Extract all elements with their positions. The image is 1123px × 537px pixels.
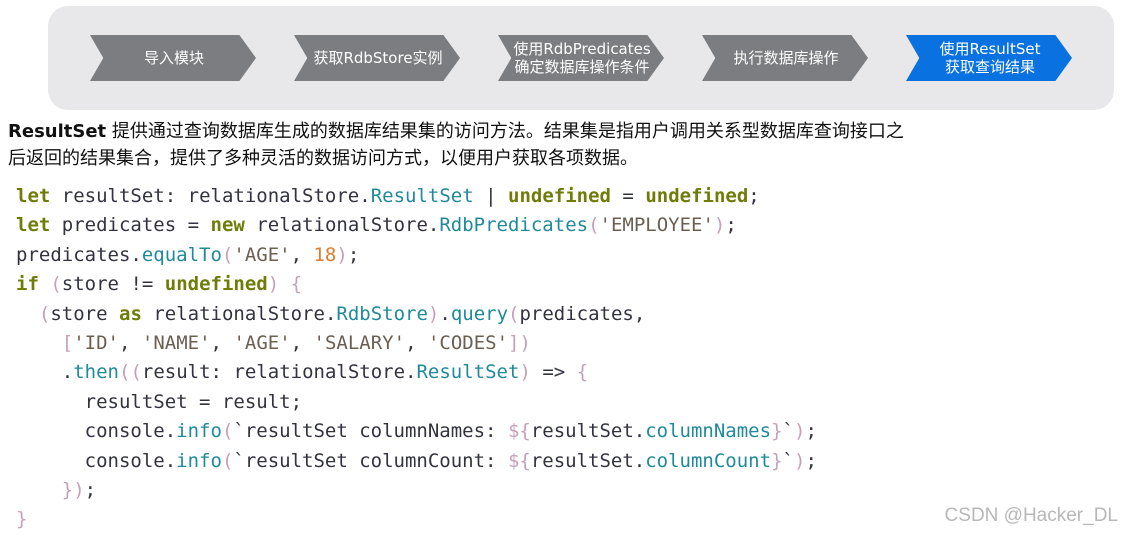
code-line: .then((result: relationalStore.ResultSet… — [61, 361, 589, 384]
flow-step-import-module: 导入模块 — [90, 35, 256, 81]
code-line: let resultSet: relationalStore.ResultSet… — [16, 185, 760, 207]
code-line: }); — [61, 479, 97, 502]
code-line: if (store != undefined) { — [16, 273, 303, 296]
flow-step-label-line2: 确定数据库操作条件 — [514, 58, 650, 76]
flow-step-label-line1: 使用RdbPredicates — [513, 40, 651, 58]
flow-step-execute-operation: 执行数据库操作 — [702, 35, 868, 81]
flow-step-label: 执行数据库操作 — [733, 49, 839, 67]
code-line: } — [16, 508, 28, 531]
code-line: ['ID', 'NAME', 'AGE', 'SALARY', 'CODES']… — [61, 332, 531, 355]
code-line: (store as relationalStore.RdbStore).quer… — [38, 302, 646, 325]
flow-step-get-rdbstore: 获取RdbStore实例 — [294, 35, 460, 81]
flow-step-label-line1: 使用ResultSet — [939, 40, 1041, 58]
code-line: let predicates = new relationalStore.Rdb… — [16, 214, 737, 237]
description-text-1: 提供通过查询数据库生成的数据库结果集的访问方法。结果集是指用户调用关系型数据库查… — [106, 121, 904, 142]
flow-step-label: 导入模块 — [143, 49, 204, 67]
flow-step-label: 获取RdbStore实例 — [313, 49, 443, 67]
description-term: ResultSet — [8, 121, 107, 142]
resultset-description: ResultSet 提供通过查询数据库生成的数据库结果集的访问方法。结果集是指用… — [8, 118, 1118, 172]
flow-step-label-line2: 获取查询结果 — [944, 58, 1035, 76]
code-line: predicates.equalTo('AGE', 18); — [16, 243, 360, 266]
code-line: console.info(`resultSet columnCount: ${r… — [84, 449, 817, 472]
code-block: let resultSet: relationalStore.ResultSet… — [16, 182, 817, 535]
flow-step-resultset-active: 使用ResultSet 获取查询结果 — [906, 35, 1072, 81]
description-line-2: 后返回的结果集合，提供了多种灵活的数据访问方式，以便用户获取各项数据。 — [8, 148, 638, 169]
flow-step-rdbpredicates: 使用RdbPredicates 确定数据库操作条件 — [498, 35, 664, 81]
watermark: CSDN @Hacker_DL — [944, 505, 1118, 526]
description-line-1: ResultSet 提供通过查询数据库生成的数据库结果集的访问方法。结果集是指用… — [8, 118, 1118, 145]
code-line: resultSet = result; — [84, 390, 303, 413]
code-line: console.info(`resultSet columnNames: ${r… — [84, 420, 817, 443]
workflow-panel: 导入模块 获取RdbStore实例 使用RdbPredicates 确定数据库操… — [48, 6, 1114, 110]
